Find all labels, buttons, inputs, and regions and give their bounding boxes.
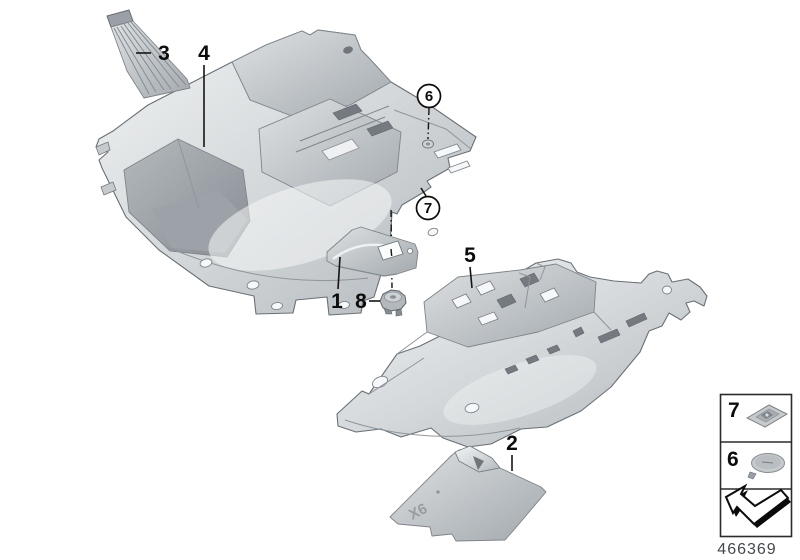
mat-embossed-text: X6 <box>406 500 430 523</box>
callout-7[interactable]: 7 <box>415 187 441 221</box>
callout-5[interactable]: 5 <box>464 244 476 289</box>
callout-2-label[interactable]: 2 <box>506 432 518 455</box>
clip-fastener-icon <box>745 404 789 428</box>
part-4-front-floor-trim[interactable] <box>95 29 477 316</box>
callout-6-label[interactable]: 6 <box>425 88 433 105</box>
part-1-access-cover[interactable] <box>326 226 419 277</box>
page-reference-arrow-icon[interactable] <box>724 483 791 528</box>
leader-line-6 <box>427 107 430 140</box>
callout-7-label[interactable]: 7 <box>424 200 432 217</box>
callout-6-circle[interactable] <box>416 83 442 109</box>
callout-1-label[interactable]: 1 <box>331 290 343 313</box>
diagram-number: 466369 <box>717 541 776 558</box>
part-4-details <box>95 29 472 310</box>
part-8-nut[interactable] <box>379 289 407 317</box>
part-8-details <box>383 291 403 317</box>
callout-7-circle[interactable] <box>415 195 441 221</box>
part-2-floor-mat[interactable]: X6 <box>389 445 547 542</box>
legend-7-label[interactable]: 7 <box>728 399 740 422</box>
callout-1[interactable]: 1 <box>331 256 343 313</box>
part-3-footrest[interactable] <box>106 9 191 99</box>
callout-2[interactable]: 2 <box>506 432 518 471</box>
part-1-plate[interactable] <box>326 226 419 277</box>
round-cap-icon <box>747 453 785 480</box>
callout-5-label[interactable]: 5 <box>464 244 476 267</box>
legend-box: 7 6 <box>719 393 793 538</box>
legend-item-7[interactable]: 7 <box>728 399 789 428</box>
leader-line-1 <box>337 256 341 290</box>
part-5-rear-floor-trim[interactable] <box>336 258 708 448</box>
callout-3[interactable]: 3 <box>136 42 170 65</box>
callout-6[interactable]: 6 <box>416 83 442 140</box>
legend-item-6[interactable]: 6 <box>727 448 785 480</box>
assembly-axis-line-8-through-hole <box>390 248 393 260</box>
part-3-ribs <box>113 21 187 95</box>
callout-4-label[interactable]: 4 <box>198 42 210 65</box>
legend-6-label[interactable]: 6 <box>727 448 739 471</box>
leader-line-5 <box>469 266 473 289</box>
part-5-details <box>344 262 672 437</box>
callout-4[interactable]: 4 <box>198 42 210 147</box>
callout-8-label[interactable]: 8 <box>355 290 367 313</box>
part-2-details: X6 <box>406 445 501 524</box>
callout-8[interactable]: 8 <box>355 290 380 313</box>
leader-line-7 <box>420 187 427 197</box>
callout-3-label[interactable]: 3 <box>158 42 170 65</box>
